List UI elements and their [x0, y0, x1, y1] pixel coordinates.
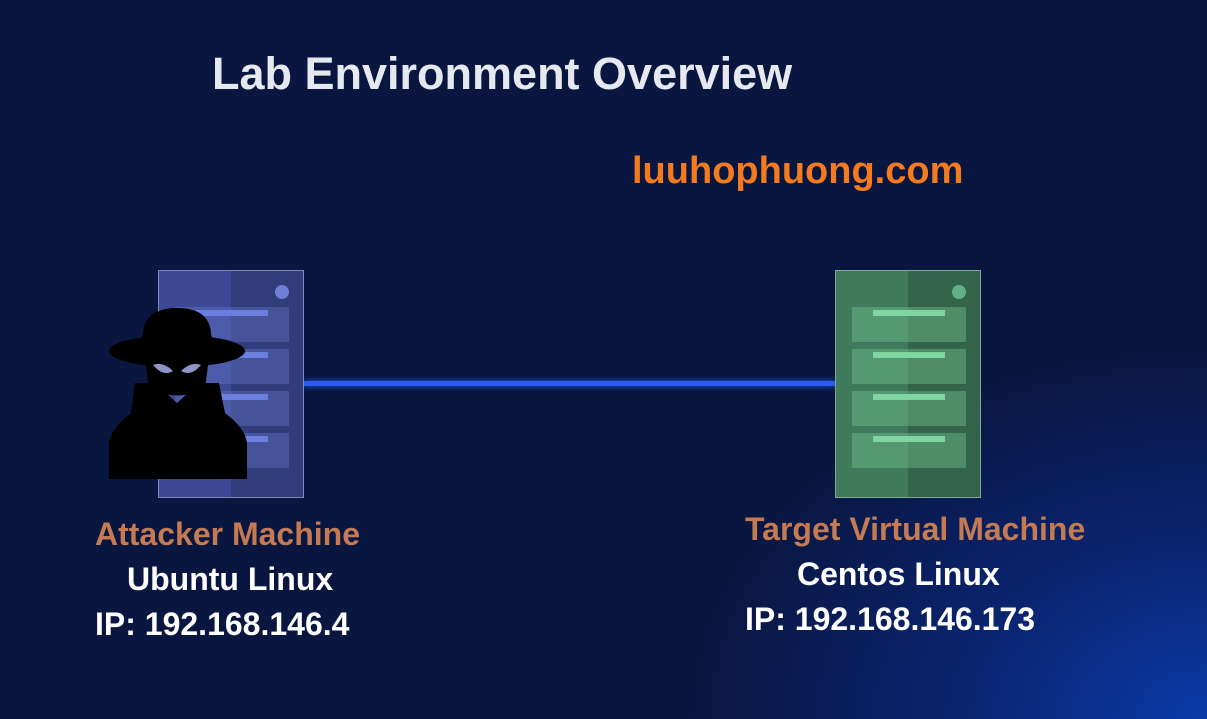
- network-link: [304, 381, 835, 386]
- attacker-role-label: Attacker Machine: [95, 516, 360, 552]
- target-role-label: Target Virtual Machine: [745, 511, 1086, 547]
- target-ip-label: IP: 192.168.146.173: [745, 601, 1036, 637]
- target-server-icon: [835, 270, 981, 498]
- target-os-label: Centos Linux: [797, 556, 1000, 592]
- attacker-ip-label: IP: 192.168.146.4: [95, 606, 350, 642]
- page-title: Lab Environment Overview: [212, 48, 793, 99]
- watermark: luuhophuong.com: [632, 150, 964, 192]
- attacker-os-label: Ubuntu Linux: [127, 561, 334, 597]
- hacker-icon: [109, 308, 247, 479]
